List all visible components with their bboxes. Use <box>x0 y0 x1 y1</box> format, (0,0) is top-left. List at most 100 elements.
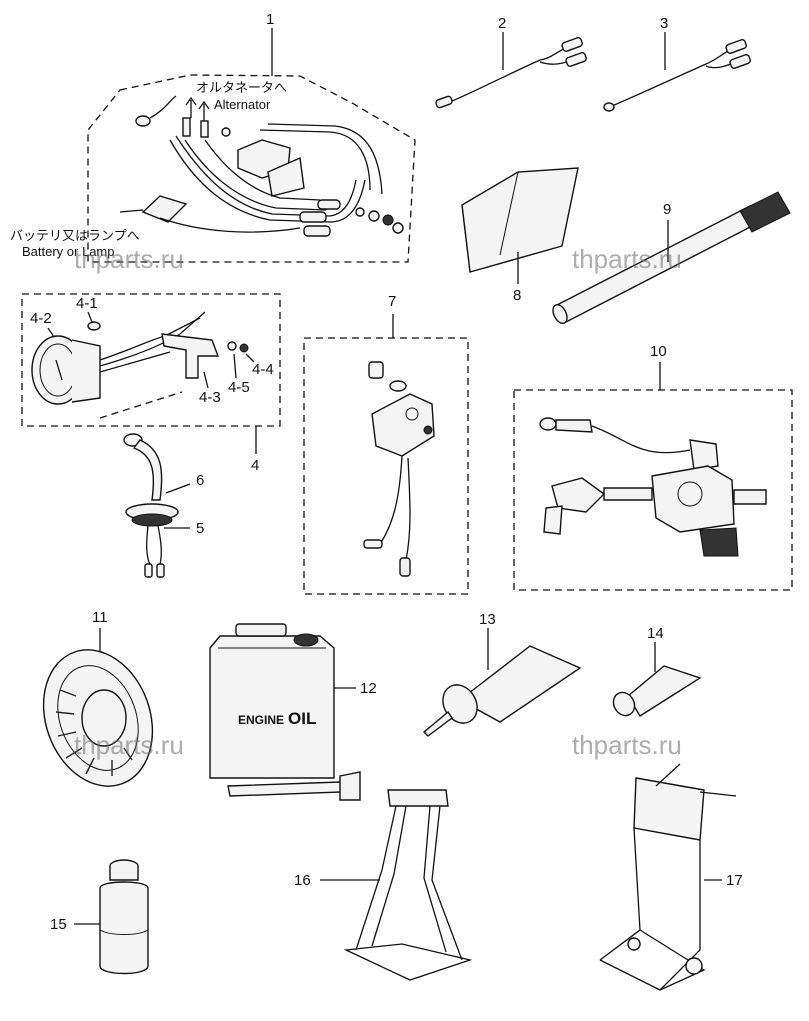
switch-washer <box>389 380 407 392</box>
grease-tube-body <box>458 645 582 723</box>
propeller-guard: 11 <box>42 609 154 787</box>
harness-wire-4 <box>204 139 321 201</box>
fuel-nipple <box>603 487 653 501</box>
carrier-wheel-2 <box>685 957 703 975</box>
callout-4: 4 <box>251 457 259 474</box>
oil-can-spout-tip <box>339 771 361 801</box>
battery-label-en: Battery or Lamp <box>22 244 115 259</box>
meter-bracket <box>161 333 220 379</box>
nut-4-4 <box>239 343 249 353</box>
oil-can-body <box>209 635 335 779</box>
washer-2 <box>368 210 380 222</box>
battery-wire <box>159 217 301 233</box>
connector-right-3 <box>317 199 341 210</box>
meter-needle <box>55 359 63 381</box>
meter-wire-2 <box>99 311 206 367</box>
harness-wire-2 <box>175 135 357 217</box>
motor-carrier: 17 <box>599 763 743 991</box>
callout-8: 8 <box>513 287 521 304</box>
engine-oil-can: ENGINE OIL 12 <box>209 623 377 801</box>
fuel-pump-dial <box>677 481 703 507</box>
carrier-handle <box>655 763 737 797</box>
fuel-connector: 10 <box>513 343 793 591</box>
fuel-pump-body <box>651 465 735 533</box>
tool-bag-body <box>461 167 579 273</box>
sender-lead-2 <box>157 525 162 566</box>
switch-unit: 7 <box>303 293 469 595</box>
tiller-extension-end <box>552 303 568 325</box>
spray-can-nozzle <box>109 866 139 881</box>
cord-2-branch-a <box>539 47 567 61</box>
cord-2-clip-a <box>561 36 583 52</box>
spray-can-band <box>99 929 149 935</box>
carrier-frame <box>599 827 701 991</box>
meter-wire-3 <box>99 351 171 373</box>
alternator-label-jp: オルタネータへ <box>196 80 287 95</box>
stand-legs-front <box>355 805 463 961</box>
trim-meter-group: 4 4-1 4-2 4-3 4-5 4-4 <box>21 293 281 474</box>
fuel-elbow-end <box>543 505 563 535</box>
carrier-wheel-1 <box>627 937 641 951</box>
ground-wire <box>119 209 144 213</box>
alternator-arrow-2 <box>198 100 210 122</box>
meter-clip <box>87 321 101 331</box>
carrier-board <box>633 777 705 841</box>
oil-can-label-oil: OIL <box>288 709 316 728</box>
grease-tube-nozzle <box>422 710 453 737</box>
harness-wire-3 <box>184 139 327 211</box>
callout-4-1: 4-1 <box>76 295 98 312</box>
wire-top-left <box>149 95 177 119</box>
callout-4-4: 4-4 <box>252 361 274 378</box>
stand-top <box>387 789 449 807</box>
stand-legs-inner <box>371 805 447 953</box>
callout-17: 17 <box>726 872 743 889</box>
bolt <box>221 127 231 137</box>
trim-sender: 6 5 <box>123 433 204 578</box>
fuel-valve <box>689 439 719 471</box>
alternator-label-en: Alternator <box>214 97 271 112</box>
tiller-extension: 9 <box>552 191 791 325</box>
cord-2: 2 <box>435 15 587 109</box>
cord-2-plug <box>435 95 453 109</box>
cord-3-branch-a <box>705 49 731 65</box>
watermark-1: thparts.ru <box>74 244 184 274</box>
oil-can-spout <box>227 781 343 797</box>
group-10-outline <box>513 389 793 591</box>
cord-2-clip-b <box>565 51 587 67</box>
fuel-fitting <box>539 417 557 431</box>
nut-2 <box>392 222 404 234</box>
tool-bag-fold <box>461 171 519 273</box>
stand-base <box>343 943 473 981</box>
rectifier-bracket <box>267 156 305 197</box>
oil-can-cap <box>293 633 319 647</box>
leader-6 <box>165 483 191 494</box>
watermark-2: thparts.ru <box>572 244 682 274</box>
guard-ring <box>57 665 139 771</box>
sender-term-1 <box>144 563 153 578</box>
switch-term-1 <box>363 539 383 549</box>
harness-wire-1 <box>169 139 366 223</box>
terminal-2 <box>200 120 209 138</box>
callout-6: 6 <box>196 472 204 489</box>
connector-top-left <box>135 115 151 127</box>
grease-tube-neck <box>442 684 478 724</box>
ground-lug <box>141 195 188 223</box>
callout-9: 9 <box>663 201 671 218</box>
harness-wire-6 <box>267 123 383 195</box>
sender-term-2 <box>156 563 165 578</box>
callout-16: 16 <box>294 872 311 889</box>
callout-5: 5 <box>196 520 204 537</box>
switch-screw <box>368 361 384 379</box>
alternator-arrow-1 <box>185 96 197 118</box>
meter-link <box>99 391 183 419</box>
callout-15: 15 <box>50 916 67 933</box>
oil-can-handle <box>235 623 287 637</box>
tool-bag: 8 <box>461 167 579 304</box>
rectifier-harness-group: 1 オルタネータへ Alternator バッテリ又はランプへ Battery … <box>10 11 416 263</box>
guard-slots <box>55 689 133 776</box>
switch-hole-1 <box>405 407 419 421</box>
harness-wire-5 <box>259 129 371 191</box>
group-7-outline <box>303 337 469 595</box>
